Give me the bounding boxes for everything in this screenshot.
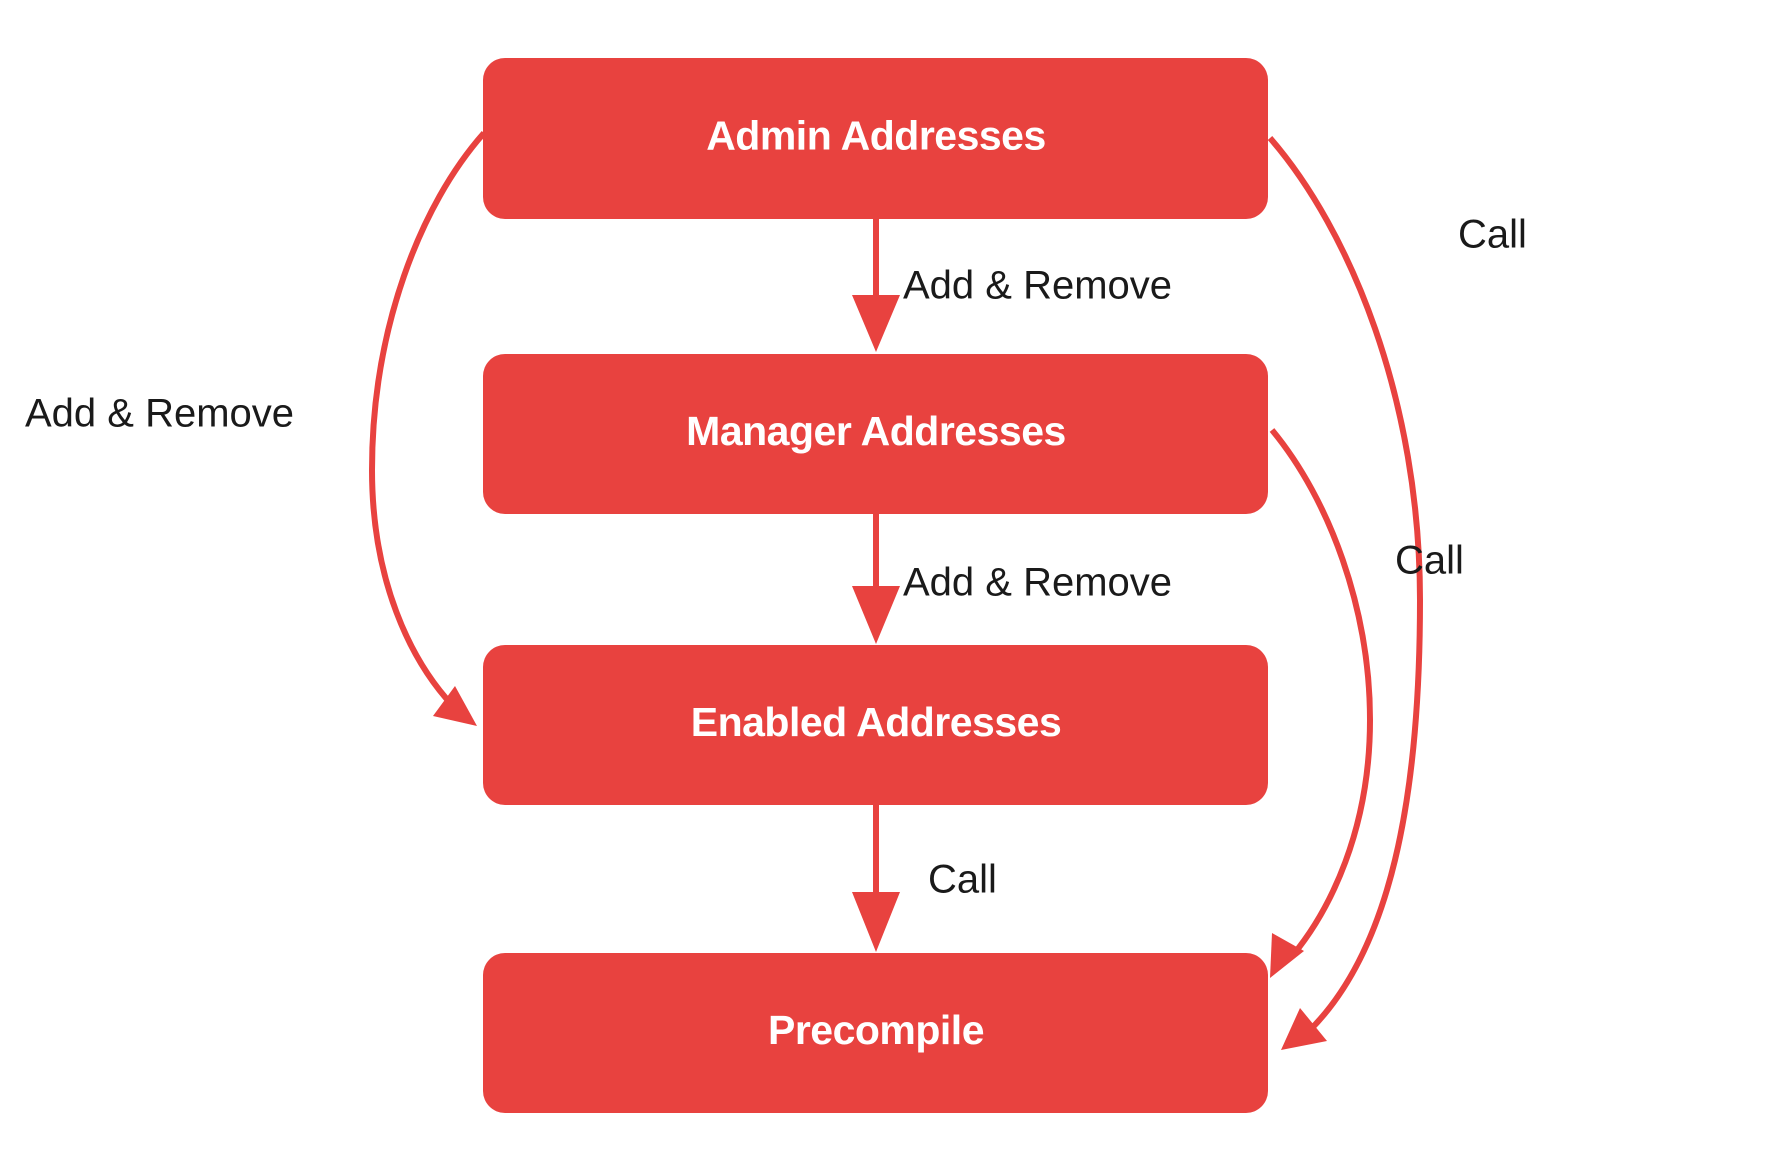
- edge-admin-to-enabled-arrowhead: [433, 686, 477, 726]
- node-admin-addresses-label: Admin Addresses: [706, 112, 1046, 158]
- edge-label-manager-to-precompile: Call: [1395, 539, 1464, 583]
- node-manager-addresses-box[interactable]: [483, 354, 1268, 514]
- edge-admin-to-enabled: [368, 131, 487, 726]
- edge-admin-to-manager-arrowhead: [852, 295, 900, 352]
- node-admin-addresses-box[interactable]: [483, 58, 1268, 219]
- edge-label-enabled-to-precompile: Call: [928, 858, 997, 902]
- edge-admin-to-precompile-path: [1267, 136, 1424, 1033]
- node-enabled-addresses[interactable]: Enabled Addresses: [483, 645, 1268, 805]
- node-precompile-label: Precompile: [768, 1007, 984, 1053]
- edge-admin-to-enabled-path: [368, 131, 487, 709]
- edge-manager-to-precompile-path: [1269, 428, 1374, 957]
- edge-label-admin-to-precompile: Call: [1458, 213, 1527, 257]
- edge-manager-to-precompile-arrowhead: [1270, 933, 1304, 978]
- node-admin-addresses[interactable]: Admin Addresses: [483, 58, 1268, 219]
- node-precompile-box[interactable]: [483, 953, 1268, 1113]
- edge-manager-to-precompile: [1269, 428, 1374, 978]
- node-precompile[interactable]: Precompile: [483, 953, 1268, 1113]
- edge-label-manager-to-enabled: Add & Remove: [903, 561, 1172, 605]
- edge-admin-to-precompile: [1267, 136, 1424, 1050]
- edge-manager-to-enabled: [852, 513, 900, 644]
- node-manager-addresses[interactable]: Manager Addresses: [483, 354, 1268, 514]
- edge-admin-to-manager: [852, 219, 900, 352]
- node-enabled-addresses-label: Enabled Addresses: [691, 699, 1062, 745]
- edge-label-admin-to-manager: Add & Remove: [903, 264, 1172, 308]
- edge-admin-to-precompile-arrowhead: [1281, 1008, 1327, 1050]
- edge-enabled-to-precompile-arrowhead: [852, 892, 900, 952]
- edge-manager-to-enabled-arrowhead: [852, 586, 900, 644]
- edge-enabled-to-precompile: [852, 804, 900, 952]
- edge-label-admin-to-enabled: Add & Remove: [25, 392, 294, 436]
- node-manager-addresses-label: Manager Addresses: [686, 408, 1066, 454]
- node-enabled-addresses-box[interactable]: [483, 645, 1268, 805]
